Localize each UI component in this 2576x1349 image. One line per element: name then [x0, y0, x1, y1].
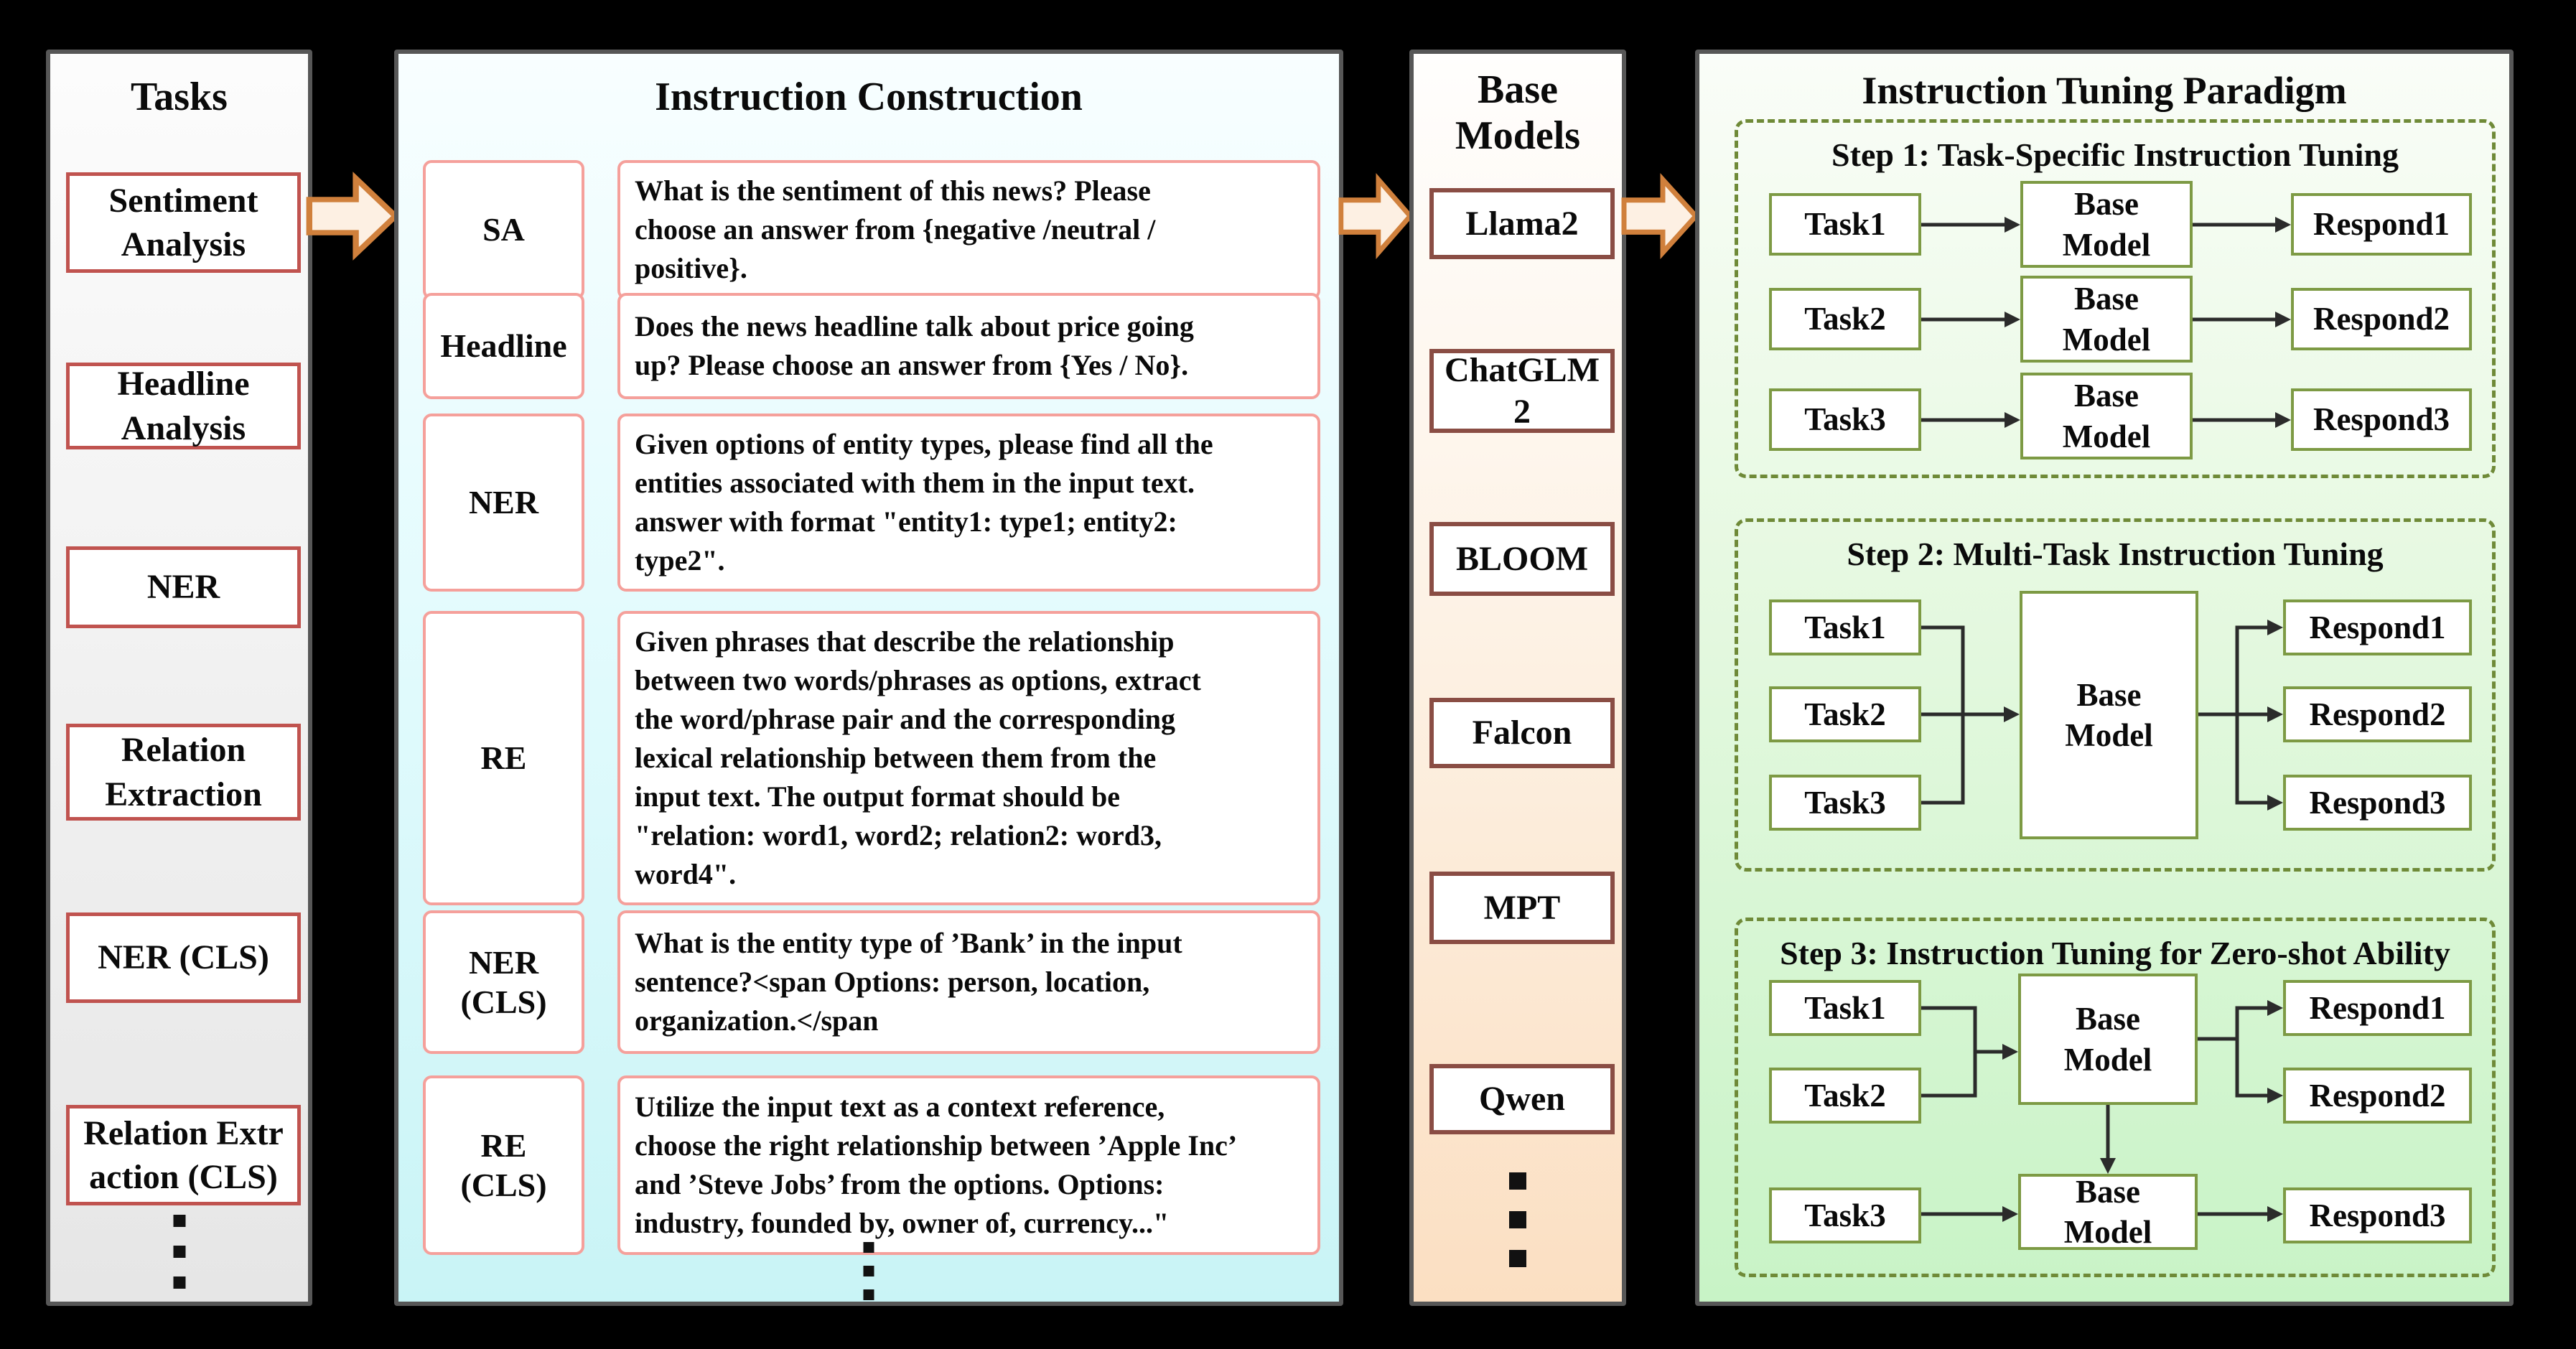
step2-task2-box: Task2 [1769, 686, 1921, 742]
instruction-row-re-cls: RE (CLS) Utilize the input text as a con… [423, 1075, 1320, 1255]
model-item-bloom: BLOOM [1429, 522, 1615, 596]
step3-base-model-top-box: Base Model [2018, 974, 2198, 1105]
ellipsis-dots [173, 1215, 185, 1289]
model-item-mpt: MPT [1429, 872, 1615, 944]
flow-arrow-construction-to-models [1338, 173, 1414, 259]
step-3-title: Step 3: Instruction Tuning for Zero-shot… [1780, 935, 2450, 971]
ellipsis-dots [863, 1242, 874, 1300]
base-models-title: Base Models [1455, 67, 1581, 159]
instruction-text-re: Given phrases that describe the relation… [617, 611, 1320, 905]
step-1-title: Step 1: Task-Specific Instruction Tuning [1831, 136, 2399, 173]
instruction-construction-panel: Instruction Construction SA What is the … [394, 50, 1343, 1306]
paradigm-panel: Instruction Tuning Paradigm Step 1: Task… [1695, 50, 2514, 1306]
step2-respond1-box: Respond1 [2283, 599, 2472, 655]
model-item-qwen: Qwen [1429, 1064, 1615, 1134]
model-item-falcon: Falcon [1429, 698, 1615, 768]
step-1-box: Step 1: Task-Specific Instruction Tuning… [1735, 119, 2496, 478]
step3-task1-box: Task1 [1769, 980, 1921, 1036]
step2-respond2-box: Respond2 [2283, 686, 2472, 742]
instruction-row-re: RE Given phrases that describe the relat… [423, 611, 1320, 905]
instruction-label-ner: NER [423, 414, 584, 592]
task-item-ner: NER [66, 546, 301, 628]
base-models-panel: Base Models Llama2 ChatGLM 2 BLOOM Falco… [1409, 50, 1626, 1306]
instruction-text-ner-cls: What is the entity type of ’Bank’ in the… [617, 910, 1320, 1054]
step2-task3-box: Task3 [1769, 775, 1921, 831]
instruction-row-sa: SA What is the sentiment of this news? P… [423, 160, 1320, 299]
task-item-relation-extraction: Relation Extraction [66, 724, 301, 821]
instruction-label-sa: SA [423, 160, 584, 299]
model-item-llama2: Llama2 [1429, 188, 1615, 259]
step3-respond1-box: Respond1 [2283, 980, 2472, 1036]
step1-respond1-box: Respond1 [2291, 193, 2472, 256]
step-2-box: Step 2: Multi-Task Instruction Tuning Ta… [1735, 518, 2496, 872]
step-2-title: Step 2: Multi-Task Instruction Tuning [1847, 536, 2384, 572]
step1-task2-box: Task2 [1769, 288, 1921, 350]
step1-respond3-box: Respond3 [2291, 388, 2472, 451]
instruction-row-ner: NER Given options of entity types, pleas… [423, 414, 1320, 592]
instruction-construction-title: Instruction Construction [655, 75, 1083, 119]
paradigm-title: Instruction Tuning Paradigm [1862, 69, 2347, 112]
step2-respond3-box: Respond3 [2283, 775, 2472, 831]
instruction-label-headline: Headline [423, 293, 584, 399]
instruction-text-re-cls: Utilize the input text as a context refe… [617, 1075, 1320, 1255]
instruction-label-ner-cls: NER (CLS) [423, 910, 584, 1054]
step3-task2-box: Task2 [1769, 1068, 1921, 1124]
step1-base-model-3-box: Base Model [2020, 373, 2193, 459]
task-item-ner-cls: NER (CLS) [66, 912, 301, 1003]
instruction-text-ner: Given options of entity types, please fi… [617, 414, 1320, 592]
tasks-panel-title: Tasks [131, 75, 228, 119]
step1-base-model-1-box: Base Model [2020, 181, 2193, 268]
ellipsis-dots [1509, 1172, 1526, 1267]
instruction-row-headline: Headline Does the news headline talk abo… [423, 293, 1320, 399]
task-item-relation-extraction-cls: Relation Extr action (CLS) [66, 1105, 301, 1205]
step1-respond2-box: Respond2 [2291, 288, 2472, 350]
task-item-sentiment-analysis: Sentiment Analysis [66, 172, 301, 273]
step1-task3-box: Task3 [1769, 388, 1921, 451]
flow-arrow-models-to-paradigm [1621, 173, 1699, 259]
task-item-headline-analysis: Headline Analysis [66, 363, 301, 449]
step-3-box: Step 3: Instruction Tuning for Zero-shot… [1735, 918, 2496, 1277]
step3-task3-box: Task3 [1769, 1187, 1921, 1243]
step3-respond2-box: Respond2 [2283, 1068, 2472, 1124]
instruction-row-ner-cls: NER (CLS) What is the entity type of ’Ba… [423, 910, 1320, 1054]
instruction-label-re: RE [423, 611, 584, 905]
instruction-text-sa: What is the sentiment of this news? Plea… [617, 160, 1320, 299]
step3-respond3-box: Respond3 [2283, 1187, 2472, 1243]
model-item-chatglm2: ChatGLM 2 [1429, 349, 1615, 433]
instruction-text-headline: Does the news headline talk about price … [617, 293, 1320, 399]
instruction-label-re-cls: RE (CLS) [423, 1075, 584, 1255]
flow-arrow-tasks-to-construction [306, 172, 400, 261]
tasks-panel: Tasks Sentiment Analysis Headline Analys… [46, 50, 312, 1306]
step3-base-model-bottom-box: Base Model [2018, 1174, 2198, 1250]
step2-task1-box: Task1 [1769, 599, 1921, 655]
step1-task1-box: Task1 [1769, 193, 1921, 256]
step1-base-model-2-box: Base Model [2020, 276, 2193, 363]
step2-base-model-box: Base Model [2020, 591, 2198, 839]
